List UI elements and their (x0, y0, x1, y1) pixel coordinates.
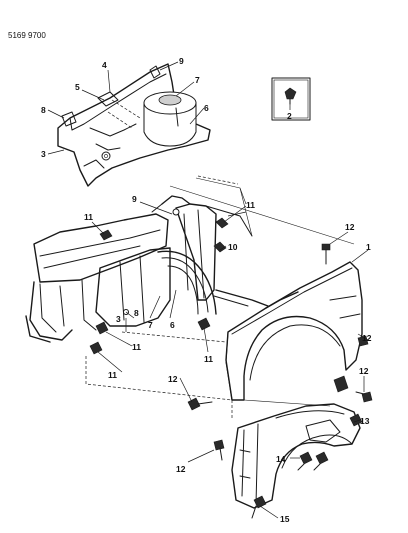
callout-9: 9 (179, 56, 184, 66)
callout-11a: 11 (84, 212, 93, 222)
callout-10: 10 (228, 242, 238, 252)
splash-shield (231, 403, 361, 509)
front-structure (25, 177, 355, 355)
callout-11c: 11 (132, 342, 141, 352)
callout-12c: 12 (168, 374, 178, 384)
callout-14: 14 (276, 454, 286, 464)
callout-3: 3 (41, 149, 46, 159)
upper-panel-assembly (57, 63, 211, 187)
callout-8: 8 (41, 105, 46, 115)
reference-lines (85, 175, 239, 420)
callout-1: 1 (366, 242, 371, 252)
callout-12b: 12 (362, 333, 372, 343)
callout-12a: 12 (345, 222, 355, 232)
callout-3b: 3 (116, 314, 121, 324)
callout-11b: 11 (246, 200, 255, 210)
callout-11d: 11 (204, 354, 213, 364)
callout-7: 7 (195, 75, 200, 85)
callout-labels: 4 5 9 7 6 8 3 2 9 11 11 10 12 1 8 3 7 6 … (41, 56, 372, 524)
callout-12d: 12 (359, 366, 369, 376)
callout-11e: 11 (108, 370, 117, 380)
callout-4: 4 (102, 60, 107, 70)
callout-6b: 6 (170, 320, 175, 330)
fender-panel (225, 261, 369, 407)
callout-12e: 12 (176, 464, 186, 474)
callout-13: 13 (360, 416, 370, 426)
callout-2: 2 (287, 111, 292, 121)
callout-15: 15 (280, 514, 290, 524)
drawing-code: 5169 9700 (8, 31, 46, 40)
callout-7b: 7 (148, 320, 153, 330)
callout-6: 6 (204, 103, 209, 113)
callout-8b: 8 (134, 308, 139, 318)
fastener-bolts (187, 243, 373, 519)
leader-lines (47, 61, 369, 519)
callout-9b: 9 (132, 194, 137, 204)
callout-5: 5 (75, 82, 80, 92)
